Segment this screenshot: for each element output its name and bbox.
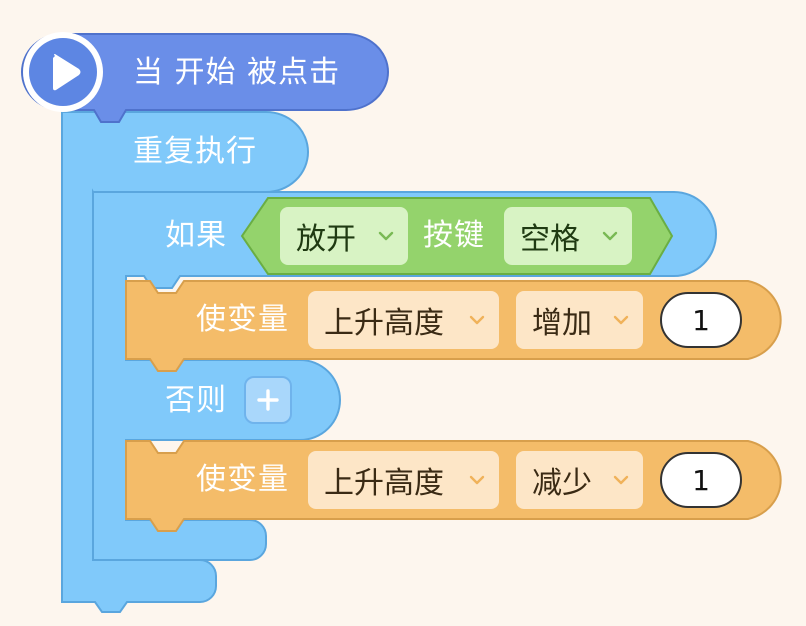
variable-value: 上升高度 [324,466,444,501]
operation-value: 增加 [532,306,592,341]
play-icon [53,54,81,91]
hat-block-label: 当 开始 被点击 [133,55,341,90]
chevron-down-icon [613,315,629,325]
set-var-then-label: 使变量 [196,302,289,337]
operation-dropdown[interactable]: 减少 [516,451,643,509]
variable-dropdown[interactable]: 上升高度 [308,291,499,349]
chevron-down-icon [469,475,485,485]
plus-icon [257,389,279,411]
key-value: 空格 [520,222,580,257]
variable-value: 上升高度 [324,306,444,341]
green-flag-button[interactable] [23,32,103,112]
key-action-dropdown[interactable]: 放开 [280,207,408,265]
key-action-value: 放开 [296,222,356,257]
repeat-block-label: 重复执行 [133,134,257,169]
chevron-down-icon [378,231,394,241]
chevron-down-icon [613,475,629,485]
operation-value: 减少 [532,466,592,501]
chevron-down-icon [469,315,485,325]
else-block-label: 否则 [165,383,227,418]
variable-dropdown[interactable]: 上升高度 [308,451,499,509]
value-input[interactable]: 1 [660,452,742,508]
set-var-else-label: 使变量 [196,462,289,497]
key-label: 按键 [423,218,485,253]
value-input[interactable]: 1 [660,292,742,348]
add-else-if-button[interactable] [244,376,292,424]
operation-dropdown[interactable]: 增加 [516,291,643,349]
key-dropdown[interactable]: 空格 [504,207,632,265]
chevron-down-icon [602,231,618,241]
if-block-label: 如果 [165,218,227,253]
